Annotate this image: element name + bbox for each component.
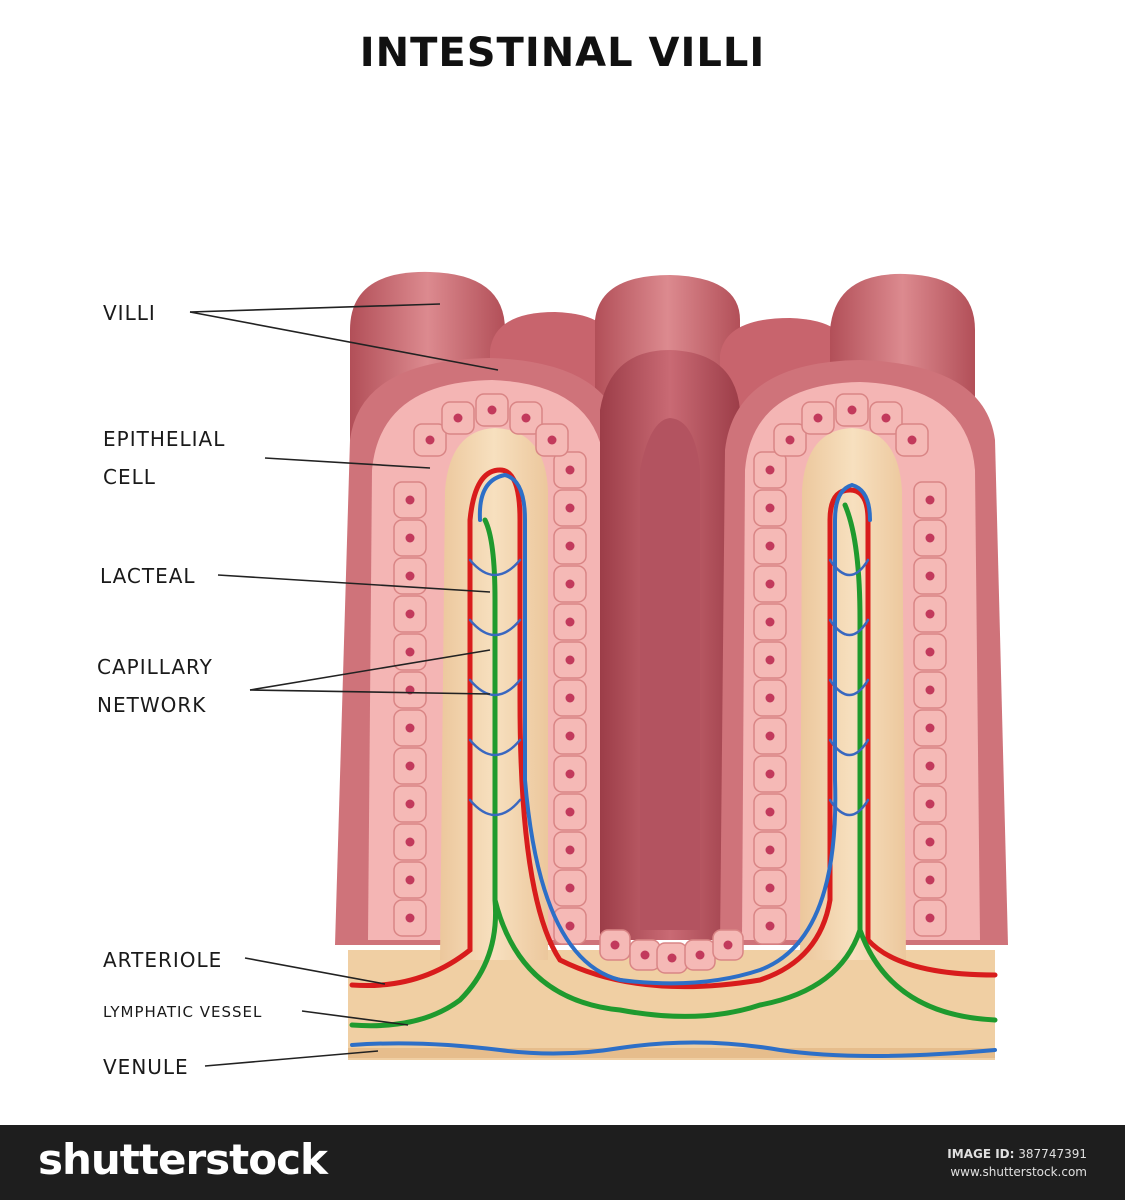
cell-nucleus — [565, 693, 575, 703]
venule-line — [204, 1050, 379, 1067]
cell-nucleus — [695, 950, 705, 960]
label-network: NETWORK — [97, 693, 207, 717]
cell-nucleus — [565, 883, 575, 893]
cell-nucleus — [765, 579, 775, 589]
epithelial-line — [264, 457, 431, 469]
cell-nucleus — [765, 769, 775, 779]
lacteal-line — [217, 574, 491, 593]
cell-nucleus — [565, 655, 575, 665]
capillary-network — [468, 558, 870, 817]
cell-nucleus — [925, 799, 935, 809]
cell-nucleus — [405, 609, 415, 619]
image-id-block: IMAGE ID: 387747391 www.shutterstock.com — [947, 1145, 1087, 1181]
cell-nucleus — [405, 761, 415, 771]
cell-nucleus — [925, 571, 935, 581]
label-epithelial: EPITHELIAL — [103, 427, 226, 451]
cell-nucleus — [565, 845, 575, 855]
pointer-lines — [189, 303, 499, 1067]
cell-nucleus — [667, 953, 677, 963]
cell-nucleus — [813, 413, 823, 423]
footer-bar: shutterstock IMAGE ID: 387747391 www.shu… — [0, 1125, 1125, 1200]
cell-nucleus — [765, 845, 775, 855]
cell-nucleus — [907, 435, 917, 445]
image-id-label: IMAGE ID: — [947, 1147, 1015, 1161]
cell-nucleus — [565, 541, 575, 551]
cell-nucleus — [881, 413, 891, 423]
cell-nucleus — [925, 875, 935, 885]
cell-nucleus — [565, 503, 575, 513]
cell-nucleus — [765, 503, 775, 513]
cell-nucleus — [453, 413, 463, 423]
label-lymphatic-vessel: LYMPHATIC VESSEL — [103, 1003, 263, 1021]
cell-nucleus — [925, 761, 935, 771]
diagram-title: INTESTINAL VILLI — [359, 30, 766, 76]
cell-nucleus — [565, 731, 575, 741]
cell-nucleus — [405, 837, 415, 847]
label-arteriole: ARTERIOLE — [103, 948, 223, 972]
label-villi: VILLI — [103, 301, 156, 325]
label-lacteal: LACTEAL — [100, 564, 196, 588]
cell-nucleus — [405, 647, 415, 657]
cell-nucleus — [765, 655, 775, 665]
label-capillary: CAPILLARY — [97, 655, 213, 679]
capillary-line-2 — [249, 689, 491, 695]
cell-nucleus — [925, 685, 935, 695]
cell-nucleus — [925, 723, 935, 733]
cell-nucleus — [925, 647, 935, 657]
villi-line-2 — [189, 311, 499, 371]
cell-nucleus — [785, 435, 795, 445]
blood-vessels — [349, 467, 998, 1058]
cell-nucleus — [547, 435, 557, 445]
cell-nucleus — [565, 579, 575, 589]
cell-nucleus — [765, 617, 775, 627]
villi-line-1 — [189, 303, 441, 313]
cell-nucleus — [925, 837, 935, 847]
cell-nucleus — [425, 435, 435, 445]
cell-nucleus — [405, 913, 415, 923]
label-venule: VENULE — [103, 1055, 189, 1079]
label-cell: CELL — [103, 465, 156, 489]
image-id-value: 387747391 — [1018, 1147, 1087, 1161]
cell-nucleus — [565, 807, 575, 817]
cell-nucleus — [925, 533, 935, 543]
cell-nucleus — [487, 405, 497, 415]
site-url: www.shutterstock.com — [950, 1165, 1087, 1179]
cell-nucleus — [640, 950, 650, 960]
cell-nucleus — [405, 495, 415, 505]
cell-nucleus — [925, 913, 935, 923]
lymphatic-line — [301, 1010, 409, 1026]
cell-nucleus — [765, 541, 775, 551]
capillary-line-1 — [249, 649, 491, 691]
cell-nucleus — [847, 405, 857, 415]
cell-nucleus — [405, 533, 415, 543]
cell-nucleus — [565, 617, 575, 627]
cell-nucleus — [405, 875, 415, 885]
cell-nucleus — [765, 465, 775, 475]
lymphatic-vessel — [349, 502, 998, 1029]
cell-nucleus — [765, 693, 775, 703]
arteriole-vessel — [349, 467, 998, 990]
cell-nucleus — [405, 799, 415, 809]
cell-nucleus — [765, 921, 775, 931]
cell-nucleus — [723, 940, 733, 950]
arteriole-line — [244, 957, 386, 985]
venule-vessel — [350, 472, 997, 1058]
cell-nucleus — [405, 723, 415, 733]
cell-nucleus — [925, 495, 935, 505]
cell-nucleus — [765, 807, 775, 817]
front-villus-middle — [600, 350, 740, 940]
cell-nucleus — [765, 883, 775, 893]
brand-logo: shutterstock — [38, 1135, 328, 1184]
cell-nucleus — [565, 769, 575, 779]
cell-nucleus — [565, 921, 575, 931]
cell-nucleus — [405, 571, 415, 581]
cell-nucleus — [925, 609, 935, 619]
cell-nucleus — [765, 731, 775, 741]
cell-nucleus — [610, 940, 620, 950]
cell-nucleus — [521, 413, 531, 423]
cell-nucleus — [565, 465, 575, 475]
epithelial-cells — [393, 393, 947, 974]
